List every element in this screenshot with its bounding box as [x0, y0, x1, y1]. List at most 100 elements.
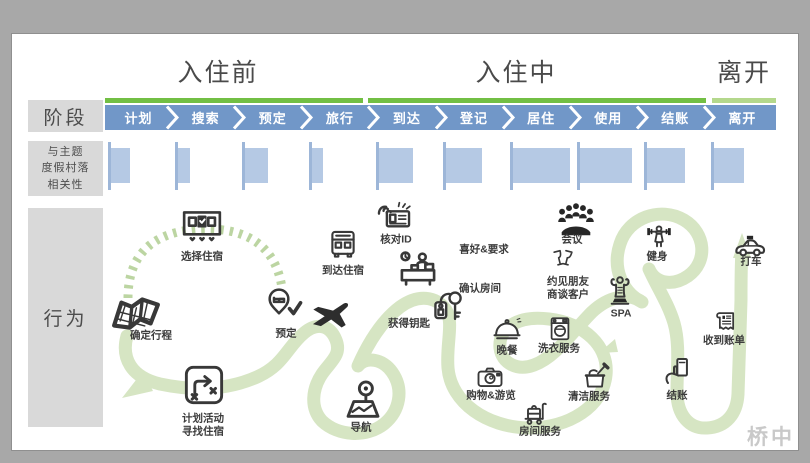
- checkout-pay: [662, 355, 694, 387]
- travel-flight: [308, 291, 354, 337]
- confirm-room: 确认房间: [459, 282, 501, 295]
- nav-map-icon: [346, 380, 380, 418]
- dumbbell-icon: [647, 225, 671, 248]
- relevance-bar-2: [244, 148, 268, 183]
- relevance-bar-7: [580, 148, 633, 183]
- relevance-bar-pole-6: [510, 142, 514, 190]
- phase-underline-0: [105, 98, 363, 103]
- stage-chevron-band: 计划 搜索 预定 旅行 到达 登记 居住 使用 结账 离开: [105, 105, 776, 130]
- receive-bill: [711, 308, 739, 336]
- row-label-relevance-text: 与主题 度假村落 相关性: [41, 145, 90, 191]
- relevance-bar-6: [513, 148, 571, 183]
- dinner-label: 晚餐: [496, 344, 518, 357]
- stage-label-6: 居住: [527, 111, 556, 126]
- stage-chevron-separator: [635, 105, 649, 130]
- meet-friends-clients: [550, 248, 576, 274]
- cleaning: [580, 361, 610, 391]
- phase-header-2: 离开: [716, 59, 772, 87]
- stage-1: 搜索: [172, 105, 239, 130]
- stage-chevron-separator: [300, 105, 314, 130]
- stage-label-9: 离开: [728, 111, 757, 126]
- front-desk-register: [397, 249, 439, 291]
- checkout-pay-label: 结账: [666, 389, 688, 402]
- stage-chevron-separator: [568, 105, 582, 130]
- row-label-stages: 阶段: [28, 100, 103, 132]
- relevance-bar-9: [714, 148, 745, 183]
- arrive-stay: [326, 228, 360, 262]
- gym: [644, 223, 674, 253]
- relevance-bar-pole-3: [308, 142, 312, 190]
- plan-activities-label: 计划活动 寻找住宿: [182, 412, 224, 437]
- taxi-label: 打车: [740, 255, 762, 268]
- stage-9: 离开: [709, 105, 776, 130]
- stage-label-8: 结账: [661, 111, 690, 126]
- stage-6: 居住: [508, 105, 575, 130]
- relevance-bar-pole-0: [107, 142, 111, 190]
- stage-chevron-separator: [165, 105, 180, 130]
- phase-header-0: 入住前: [177, 59, 259, 87]
- row-label-behavior: 行为: [28, 208, 103, 427]
- plane-icon: [312, 303, 349, 328]
- stage-label-4: 到达: [392, 111, 421, 126]
- dinner: [491, 315, 523, 347]
- stage-2: 预定: [239, 105, 306, 130]
- receive-bill-label: 收到账单: [703, 334, 745, 347]
- room-service-label: 房间服务: [519, 425, 561, 438]
- spa-label: SPA: [610, 307, 632, 320]
- shopping-tour-label: 购物&游览: [466, 389, 516, 402]
- wine-glasses-icon: [553, 249, 573, 266]
- stage-chevron-separator: [501, 105, 515, 130]
- spa: [604, 275, 636, 307]
- receipt-icon: [716, 312, 735, 330]
- relevance-bar-8: [647, 148, 686, 183]
- relevance-bar-0: [110, 148, 130, 183]
- book-label: 预定: [275, 327, 297, 340]
- cloche-icon: [493, 317, 522, 340]
- cart-icon: [524, 402, 547, 425]
- route-plan-icon: [184, 365, 224, 405]
- preferences-requests: 喜好&要求: [459, 243, 509, 256]
- stage-label-5: 登记: [460, 111, 489, 126]
- shopping-tour: [475, 362, 505, 392]
- room-service: [521, 398, 551, 428]
- stage-4: 到达: [373, 105, 440, 130]
- relevance-bar-3: [311, 148, 323, 183]
- cleaning-label: 清洁服务: [568, 390, 610, 403]
- choose-stay: [181, 208, 223, 250]
- row-label-stages-text: 阶段: [43, 107, 88, 129]
- relevance-bar-pole-2: [241, 142, 245, 190]
- row-label-behavior-text: 行为: [43, 309, 88, 330]
- stage-3: 旅行: [306, 105, 373, 130]
- navigate-label: 导航: [350, 421, 372, 434]
- laundry-label: 洗衣服务: [538, 342, 580, 355]
- plan-activities: [181, 362, 227, 408]
- laundry: [546, 315, 574, 343]
- pay-card-icon: [665, 358, 688, 384]
- phase-header-1: 入住中: [475, 59, 557, 87]
- cleaning-icon: [584, 362, 610, 388]
- phase-underline-2: [712, 98, 776, 103]
- book: [264, 286, 304, 326]
- relevance-bar-4: [378, 148, 413, 183]
- stage-chevron-separator: [367, 105, 381, 130]
- stage-label-2: 预定: [258, 111, 287, 126]
- choose-stay-label: 选择住宿: [181, 250, 223, 263]
- stage-chevron-separator: [233, 105, 247, 130]
- phase-underline-1: [368, 98, 706, 103]
- stage-chevron-separator: [702, 105, 716, 130]
- stage-8: 结账: [642, 105, 709, 130]
- id-card-icon: [377, 201, 411, 228]
- arrive-stay-label: 到达住宿: [322, 264, 364, 277]
- stage-label-0: 计划: [124, 111, 153, 126]
- relevance-bar-pole-9: [711, 142, 715, 190]
- relevance-bar-pole-1: [174, 142, 178, 190]
- relevance-bar-pole-7: [577, 142, 581, 190]
- monitors-check-icon: [182, 211, 222, 242]
- get-keys-label: 获得钥匙: [388, 317, 430, 330]
- verify-id-label: 核对ID: [380, 233, 412, 246]
- watermark: 桥中: [747, 426, 795, 449]
- pin-check-icon: [268, 288, 303, 316]
- stage-label-1: 搜索: [191, 111, 220, 126]
- stage-label-7: 使用: [594, 111, 623, 126]
